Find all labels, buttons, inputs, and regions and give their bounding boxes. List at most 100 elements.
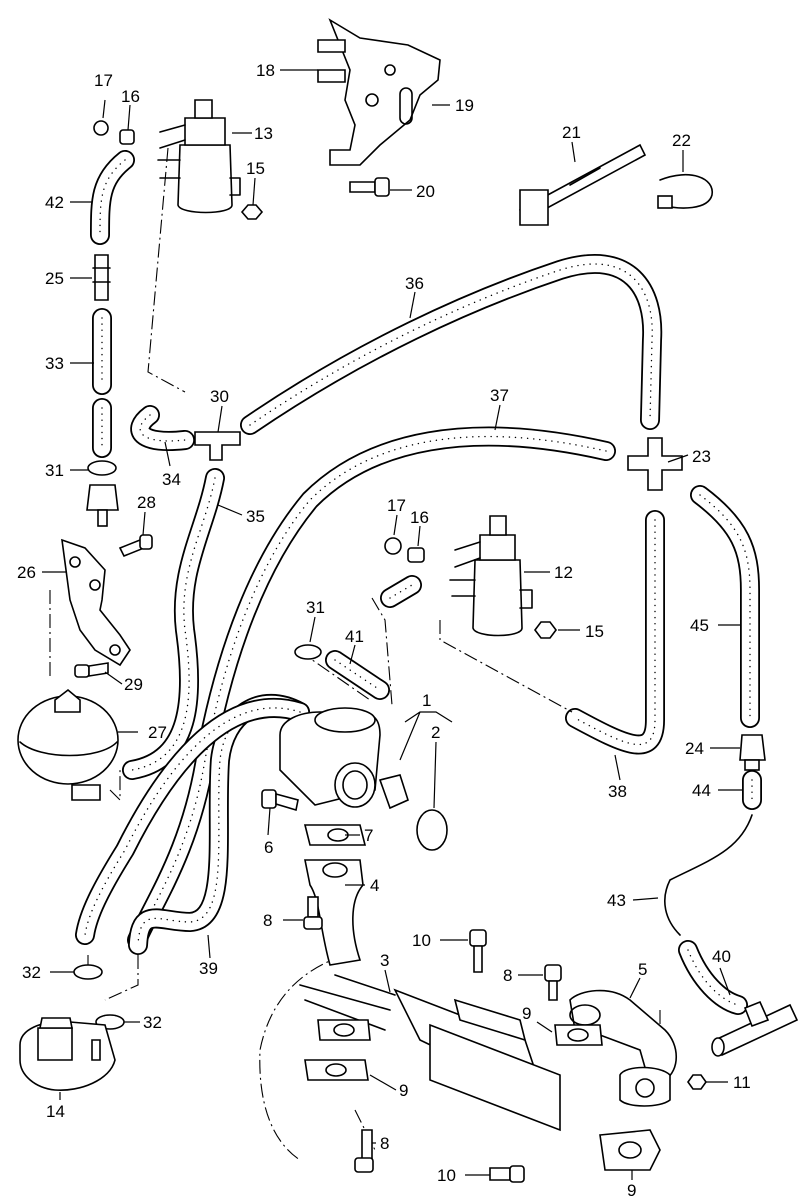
hose-32-feed [75,697,310,945]
callout-2: 2 [431,723,440,742]
hose-36 [240,254,663,435]
callout-22: 22 [672,131,691,150]
bolt-20 [349,177,390,197]
callout-44: 44 [692,781,711,800]
callout-11: 11 [733,1073,751,1092]
bolt-8b [544,964,562,1001]
hose-stub-12 [380,575,422,608]
nut-17a [93,120,109,136]
t-connector-40 [711,1000,799,1057]
hose-35 [122,468,225,780]
gasket-9c [599,1129,661,1171]
callout-36: 36 [405,274,424,293]
callout-21: 21 [562,123,581,142]
solenoid-valve-14 [19,1017,116,1091]
hose-38 [565,510,665,755]
callout-41: 41 [345,627,364,646]
clamps-32 [73,964,125,1030]
egr-cooler-3 [299,974,561,1132]
callout-16: 16 [121,87,140,106]
callout-33: 33 [45,354,64,373]
callout-15: 15 [246,159,265,178]
hose-clamp-22 [657,173,713,209]
callout-18: 18 [256,61,275,80]
connector-24 [739,734,766,771]
bracket-26 [61,538,131,667]
callout-8: 8 [503,966,512,985]
hose-43 [664,814,753,936]
cross-piece-23 [627,437,683,491]
callout-27: 27 [148,723,167,742]
cable-tie-21 [518,143,647,226]
callout-25: 25 [45,269,64,288]
bolts-18 [317,39,346,83]
screw-29 [74,662,109,678]
callout-9: 9 [627,1181,636,1200]
callout-9: 9 [522,1004,531,1023]
callout-3: 3 [380,951,389,970]
connector-25 [92,254,111,301]
callout-13: 13 [254,124,273,143]
callout-45: 45 [690,616,709,635]
nut-17b [384,537,402,555]
bolt-8c [354,1129,374,1173]
bracket-19 [328,18,441,166]
callout-37: 37 [490,386,509,405]
clamp-31a [87,460,117,476]
bolt-8a [303,896,323,930]
callout-28: 28 [137,493,156,512]
bolt-6 [261,789,299,812]
callout-1: 1 [422,691,431,710]
hose-34 [130,405,195,451]
nut-11 [687,1074,707,1090]
callout-42: 42 [45,193,64,212]
nut-15a [240,204,264,220]
hose-42 [90,150,135,245]
callout-23: 23 [692,447,711,466]
callout-31: 31 [306,598,325,617]
callout-17: 17 [94,71,113,90]
pressure-converter-12 [449,515,533,637]
bolt-10b [489,1165,525,1183]
nut-15b [534,621,557,639]
callout-34: 34 [162,470,181,489]
filter-below-31 [86,484,119,527]
callout-32: 32 [143,1013,162,1032]
callout-labels: 17 16 13 15 42 25 33 31 28 26 29 27 18 1… [17,61,751,1200]
hose-40 [678,940,748,1015]
clamp-31b [294,644,322,660]
sleeve-16b [407,547,425,563]
callout-8: 8 [380,1134,389,1153]
callout-7: 7 [364,826,373,845]
callout-20: 20 [416,182,435,201]
leader-lines [42,69,742,1180]
hose-37 [127,426,616,950]
pressure-converter-13 [157,99,241,214]
callout-15: 15 [585,622,604,641]
callout-24: 24 [685,739,704,758]
callout-17: 17 [387,496,406,515]
screw-28 [118,534,153,558]
callout-5: 5 [638,960,647,979]
callout-6: 6 [264,838,273,857]
callout-29: 29 [124,675,143,694]
callout-8: 8 [263,911,272,930]
callout-10: 10 [412,931,431,950]
callout-38: 38 [608,782,627,801]
o-ring-2 [416,809,448,851]
vacuum-reservoir-27 [17,688,119,801]
callout-12: 12 [554,563,573,582]
callout-32: 32 [22,963,41,982]
gasket-9a [554,1024,603,1046]
t-piece-30 [194,431,241,461]
callout-26: 26 [17,563,36,582]
callout-39: 39 [199,959,218,978]
callout-35: 35 [246,507,265,526]
flange-plate [619,1066,671,1107]
hose-45 [690,485,760,728]
callout-14: 14 [46,1102,65,1121]
callout-4: 4 [370,876,379,895]
egr-valve-1 [279,707,409,810]
